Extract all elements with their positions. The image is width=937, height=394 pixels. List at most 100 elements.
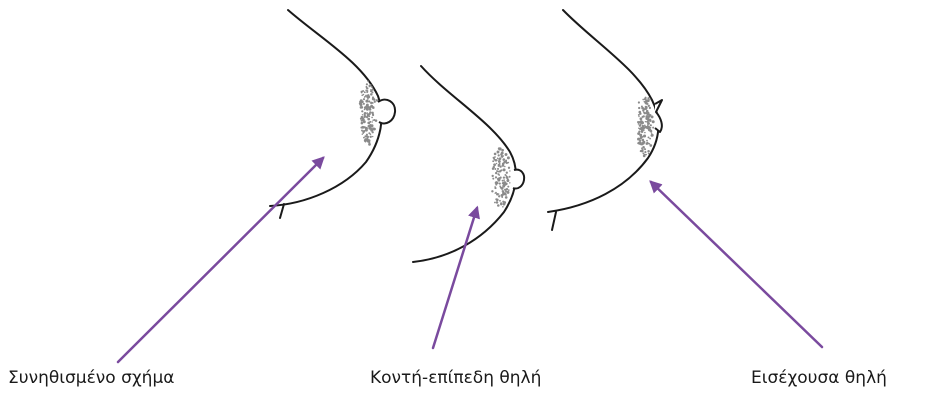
areola-dot [643, 129, 645, 131]
areola-dot [506, 188, 508, 190]
areola-dot [367, 118, 370, 121]
areola-dot [504, 166, 506, 168]
areola-dot [505, 153, 508, 156]
areola-dot [505, 194, 507, 196]
areola-dot [644, 151, 646, 153]
areola-dot [504, 174, 506, 176]
areola-dot [497, 151, 500, 154]
areola-dot [497, 157, 499, 159]
areola-dot [638, 123, 640, 125]
areola-dot [639, 124, 642, 127]
areola-dot [359, 103, 361, 105]
areola-dot [499, 174, 500, 175]
areola-dot [368, 143, 371, 146]
areola-dot [496, 163, 498, 165]
areola-dot [370, 128, 373, 131]
areola-dot [637, 121, 639, 123]
label-inverted-nipple: Εισέχουσα θηλή [751, 368, 887, 388]
areola-dot [503, 168, 506, 171]
areola-dot [363, 94, 365, 96]
nipple-inverted [655, 100, 662, 132]
areola-dot [364, 139, 367, 142]
areola-dot [508, 189, 510, 191]
areola-dot [640, 150, 642, 152]
areola-dot [364, 126, 366, 128]
areola-dot [505, 196, 508, 199]
areola-dot [646, 113, 648, 115]
areola-dot [494, 187, 496, 189]
arrow-inverted [651, 182, 822, 347]
areola-dot [638, 114, 640, 116]
areola-dot [364, 116, 366, 118]
areola-dot [371, 86, 373, 88]
areola-dot [642, 110, 644, 112]
areola-dot [502, 185, 505, 188]
areola-dot [365, 95, 366, 96]
areola-dot [646, 121, 648, 123]
areola-inverted [637, 97, 655, 158]
areola-dot [508, 167, 510, 169]
areola-dot [372, 120, 373, 121]
areola-dot [495, 159, 497, 161]
areola-dot [501, 149, 504, 152]
areola-dot [366, 134, 368, 136]
areola-dot [648, 105, 650, 107]
areola-dot [364, 91, 366, 93]
label-short-flat-nipple: Κοντή-επίπεδη θηλή [370, 368, 541, 388]
areola-dot [639, 142, 641, 144]
areola-dot [496, 182, 498, 184]
areola-dot [366, 116, 368, 118]
areola-dot [373, 128, 376, 131]
areola-dot [498, 171, 500, 173]
areola-dot [368, 125, 370, 127]
areola-dot [363, 133, 364, 134]
areola-dot [495, 172, 497, 174]
areola-dot [641, 128, 643, 130]
areola-dot [650, 127, 651, 128]
areola-dot [372, 114, 374, 116]
areola-dot [370, 102, 372, 104]
areola-dot [361, 122, 364, 125]
areola-flat [491, 147, 510, 207]
areola-dot [503, 192, 505, 194]
areola-dot [647, 118, 650, 121]
areola-dot [372, 89, 374, 91]
areola-dot [647, 124, 649, 126]
areola-dot [506, 172, 508, 174]
arrow-normal [118, 158, 323, 362]
areola-dot [645, 107, 648, 110]
areola-dot [366, 112, 368, 114]
areola-dot [648, 153, 650, 155]
areola-dot [500, 153, 503, 156]
areola-dot [646, 142, 649, 145]
areola-dot [372, 131, 374, 133]
areola-dot [647, 150, 650, 153]
areola-dot [494, 156, 496, 158]
areola-dot [494, 202, 496, 204]
areola-dot [499, 183, 501, 185]
areola-dot [367, 95, 370, 98]
areola-dot [361, 110, 363, 112]
areola-dot [368, 113, 370, 115]
areola-dot [498, 164, 501, 167]
areola-dot [502, 158, 505, 161]
areola-dot [498, 193, 500, 195]
areola-dot [491, 190, 493, 192]
areola-dot [363, 103, 365, 105]
areola-dot [495, 176, 497, 178]
areola-dot [361, 100, 364, 103]
areola-dot [492, 175, 494, 177]
areola-dot [368, 106, 371, 109]
areola-dot [501, 156, 503, 158]
areola-dot [644, 154, 646, 156]
areola-dot [362, 114, 363, 115]
areola-dot [647, 97, 649, 99]
breast-figure-inverted [548, 10, 662, 230]
nipple-normal [378, 100, 395, 124]
areola-dot [361, 120, 363, 122]
areola-dot [645, 97, 647, 99]
areola-dot [644, 124, 646, 126]
areola-dot [360, 106, 363, 109]
areola-dot [363, 137, 365, 139]
